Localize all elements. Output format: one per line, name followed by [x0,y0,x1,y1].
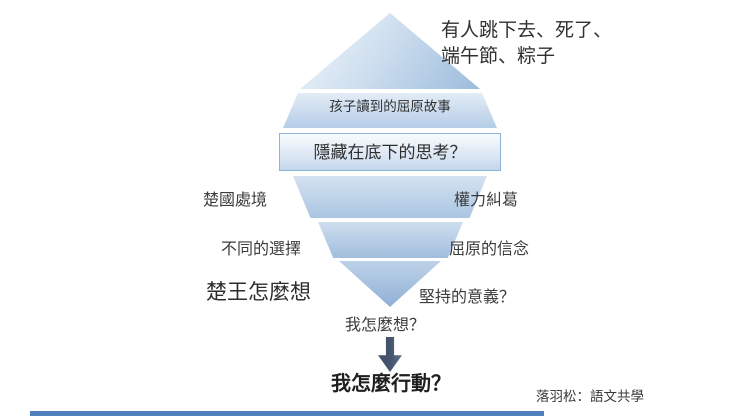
credit-text: 落羽松：語文共學 [536,389,644,404]
label-hidden-thinking: 隱藏在底下的思考？ [313,143,467,162]
iceberg-surface-band [283,93,497,128]
label-how-do-i-act: 我怎麼行動？ [331,373,451,395]
surface-facts-line1: 有人跳下去、死了、 [441,20,613,41]
label-different-choices: 不同的選擇 [221,241,302,258]
label-king-thinking: 楚王怎麼想 [206,280,311,304]
iceberg-middle-band [293,176,487,218]
surface-facts-line2: 端午節、粽子 [441,46,556,67]
label-power-struggle: 權力糾葛 [454,192,519,209]
label-surface-story: 孩子讀到的屈原故事 [329,99,451,114]
iceberg-hidden-band [279,133,501,171]
label-chu-situation: 楚國處境 [203,192,268,209]
label-quyuan-belief: 屈原的信念 [449,241,530,258]
down-arrow-icon [378,337,402,372]
iceberg-lower-band [318,222,463,258]
surface-facts-note: 有人跳下去、死了、 端午節、粽子 [441,18,612,70]
label-meaning-of-persist: 堅持的意義？ [419,289,516,306]
footer-divider-bar [30,411,544,416]
label-what-do-i-think: 我怎麼想？ [345,317,426,334]
